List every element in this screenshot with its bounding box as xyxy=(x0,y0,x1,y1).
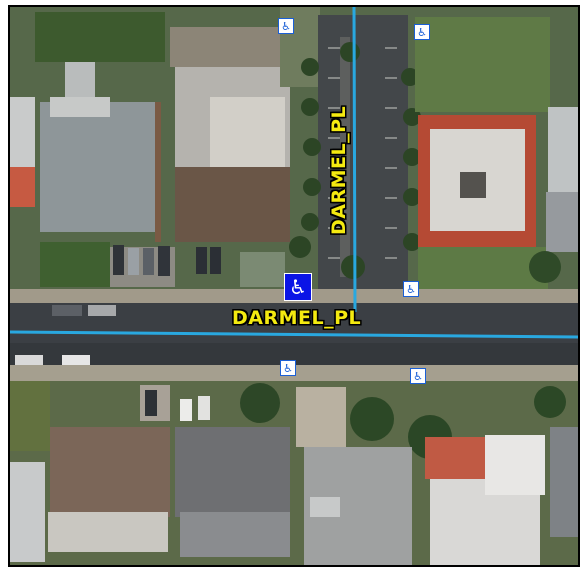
wheelchair-icon[interactable]: ♿ xyxy=(278,18,294,34)
wheelchair-icon[interactable]: ♿ xyxy=(284,273,312,301)
street-label-vertical: DARMEL_PL xyxy=(328,105,350,235)
centerline-horizontal xyxy=(10,330,578,339)
map-viewport[interactable]: DARMEL_PL DARMEL_PL ♿ ♿ ♿ ♿ ♿ ♿ xyxy=(8,5,580,567)
aerial-imagery xyxy=(10,7,578,565)
wheelchair-icon[interactable]: ♿ xyxy=(403,281,419,297)
centerline-vertical xyxy=(352,7,357,313)
wheelchair-icon[interactable]: ♿ xyxy=(414,24,430,40)
street-label-horizontal: DARMEL_PL xyxy=(232,307,362,329)
wheelchair-icon[interactable]: ♿ xyxy=(410,368,426,384)
wheelchair-icon[interactable]: ♿ xyxy=(280,360,296,376)
